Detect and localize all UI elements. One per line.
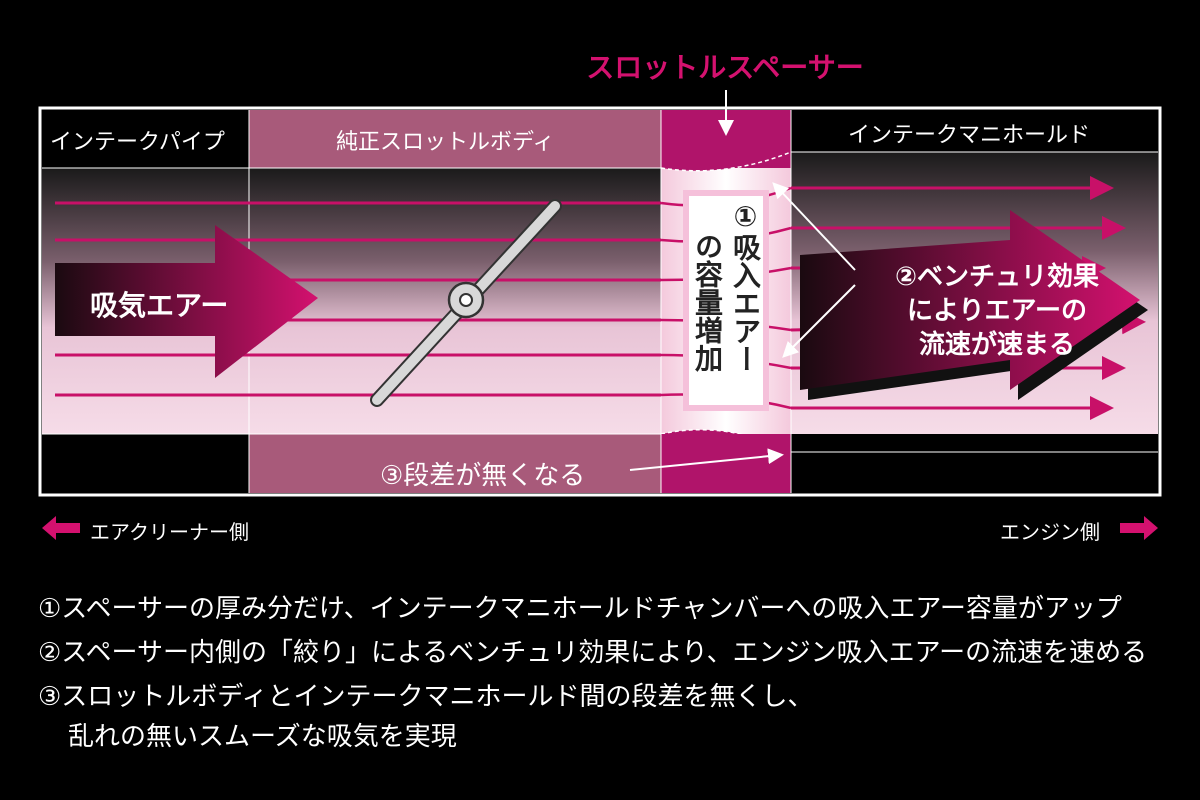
note-3-continued: 乱れの無いスムーズな吸気を実現 — [68, 722, 457, 752]
throttle-body-header — [249, 110, 661, 168]
label-air-cleaner-side: エアクリーナー側 — [90, 520, 249, 544]
arrow-right-icon — [1120, 516, 1158, 540]
label-capacity-num: ① — [729, 200, 762, 233]
label-step: ③段差が無くなる — [380, 461, 586, 491]
manifold-header — [791, 110, 1158, 152]
spacer-bottom — [661, 434, 791, 493]
intake-air-arrow — [55, 225, 318, 378]
throttle-valve — [370, 199, 562, 407]
label-venturi: ②ベンチュリ効果 によりエアーの 流速が速まる — [894, 262, 1099, 360]
label-throttle-body: 純正スロットルボディ — [336, 130, 555, 155]
intake-pipe-header — [42, 110, 249, 168]
note-1: ①スペーサーの厚み分だけ、インテークマニホールドチャンバーへの吸入エアー容量がア… — [38, 594, 1122, 624]
arrow-left-icon — [42, 516, 80, 540]
label-capacity-text1: 吸入エアー — [729, 233, 762, 373]
venturi-arrow — [800, 210, 1140, 390]
note-2: ②スペーサー内側の「絞り」によるベンチュリ効果により、エンジン吸入エアーの流速を… — [38, 638, 1148, 668]
label-intake-air: 吸気エアー — [90, 289, 229, 322]
throttle-body-bottom — [249, 434, 661, 493]
label-intake-pipe: インテークパイプ — [50, 130, 225, 155]
label-capacity-col1: ①吸入エアー — [728, 200, 762, 400]
label-manifold: インテークマニホールド — [848, 123, 1091, 148]
label-capacity-col2: の容量増加 — [691, 232, 724, 372]
spacer-title: スロットルスペーサー — [586, 51, 864, 84]
capacity-callout-box — [683, 190, 769, 411]
note-3: ③スロットルボディとインテークマニホールド間の段差を無くし、 — [38, 682, 814, 712]
label-engine-side: エンジン側 — [1000, 520, 1100, 544]
